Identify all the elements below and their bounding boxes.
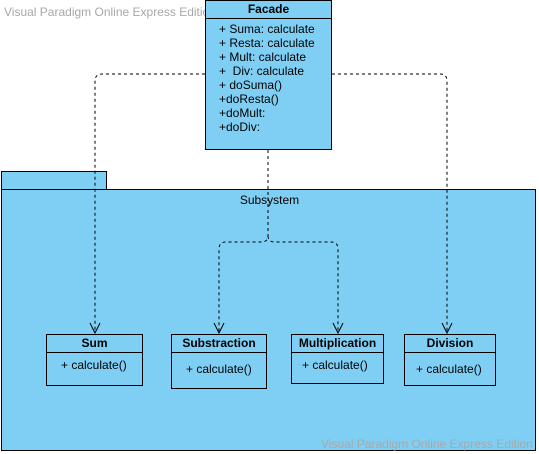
facade-member: + doSuma() [219,78,283,92]
sum-class-name: Sum [47,335,142,353]
sum-class[interactable]: Sum + calculate() [46,334,143,386]
subsystem-title: Subsystem [239,193,300,207]
facade-member: + Div: calculate [219,64,305,78]
facade-member: + Resta: calculate [219,36,315,50]
watermark-bottom: Visual Paradigm Online Express Edition [321,437,533,451]
facade-member: + Suma: calculate [219,22,315,36]
facade-members: + Suma: calculate + Resta: calculate + M… [206,19,331,134]
facade-member: + Mult: calculate [219,50,307,64]
facade-class[interactable]: Facade + Suma: calculate + Resta: calcul… [205,0,332,150]
substraction-class[interactable]: Substraction + calculate() [171,334,267,389]
facade-member: +doMult: [219,106,266,120]
multiplication-class-operation: + calculate() [302,358,368,372]
division-class-name: Division [405,335,495,353]
facade-class-name: Facade [206,1,331,19]
dependency-arrow-to-division [332,73,448,331]
substraction-class-operation: + calculate() [186,362,252,376]
arrowhead-multiplication [332,322,344,335]
dependency-arrow-to-sum [94,73,205,331]
sum-class-operation: + calculate() [61,358,127,372]
arrowhead-substraction [213,322,225,335]
division-class-operation: + calculate() [416,362,482,376]
substraction-class-name: Substraction [172,335,266,353]
facade-member: +doDiv: [219,120,261,134]
dependency-arrow-to-substraction [218,150,269,331]
multiplication-class-name: Multiplication [292,335,383,353]
watermark-top: Visual Paradigm Online Express Edition [4,5,216,19]
arrowhead-sum [89,322,101,335]
dependency-arrow-to-multiplication [267,235,339,331]
facade-member: +doResta() [219,92,279,106]
multiplication-class[interactable]: Multiplication + calculate() [291,334,384,384]
arrowhead-division [441,322,453,335]
division-class[interactable]: Division + calculate() [404,334,496,386]
